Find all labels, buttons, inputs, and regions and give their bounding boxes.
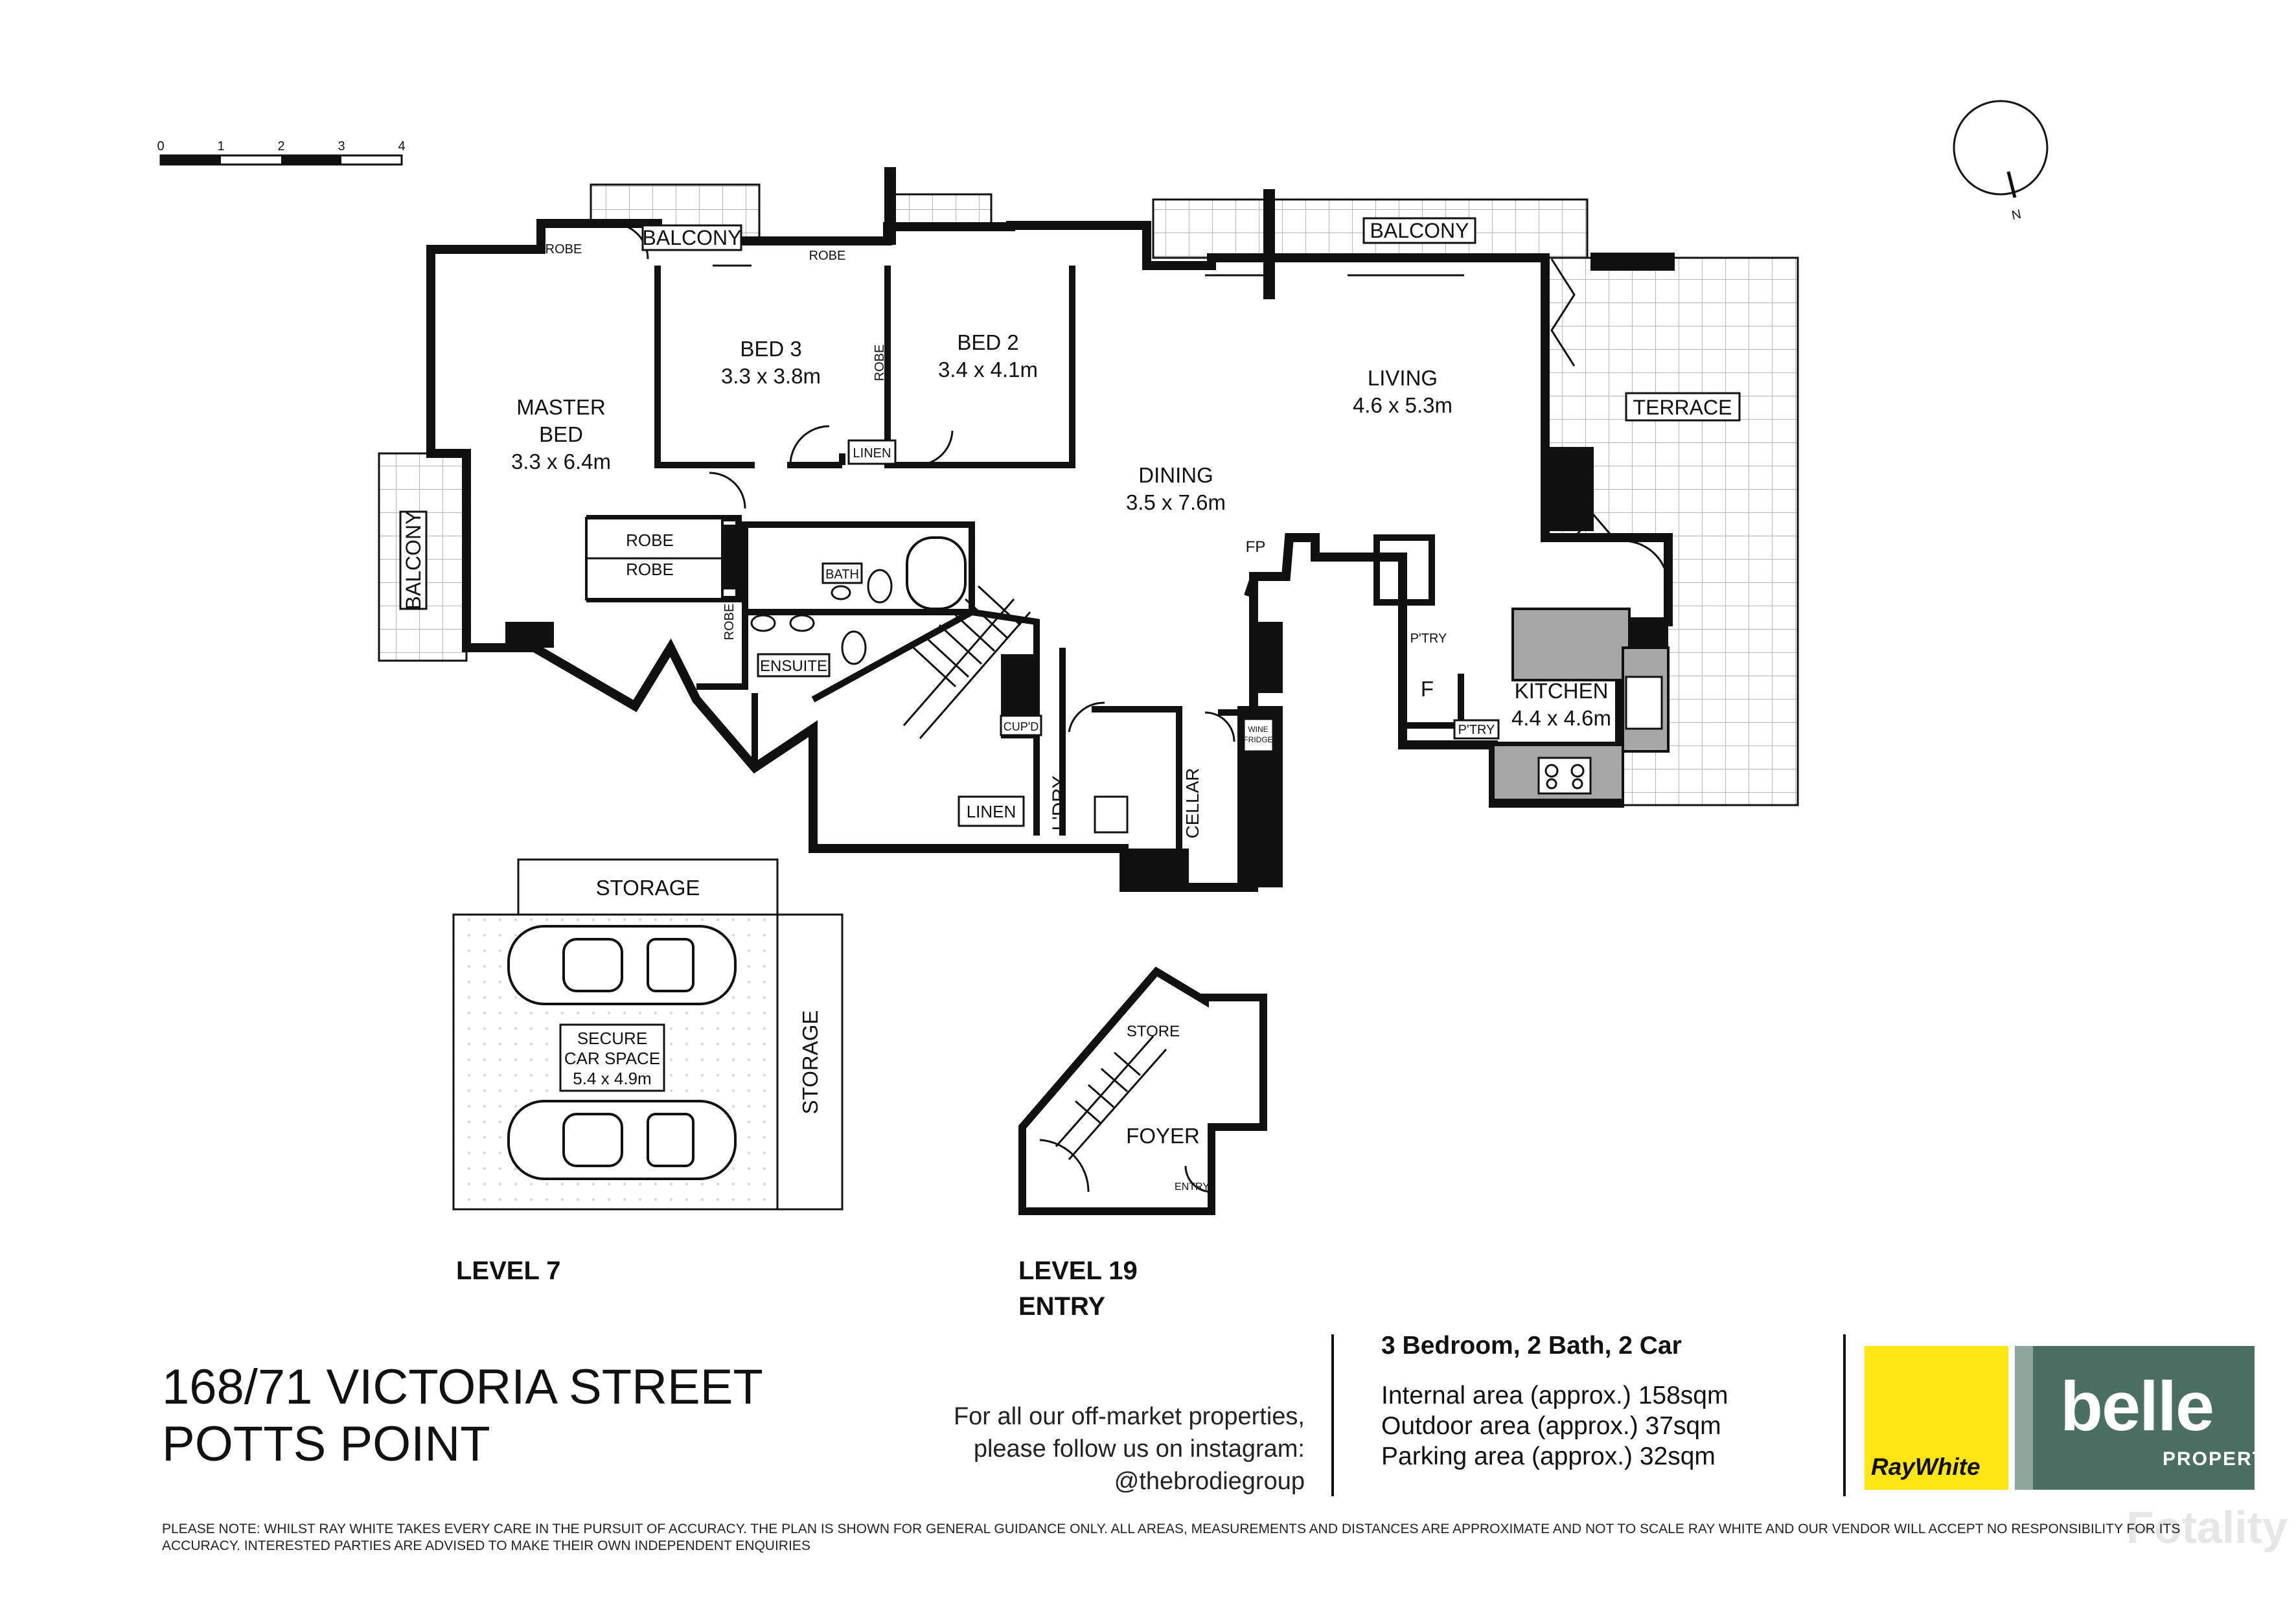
address-line-1: 168/71 VICTORIA STREET <box>162 1360 763 1415</box>
cupd-label: CUP'D <box>1004 720 1039 733</box>
scale-bar: 0 1 2 3 4 <box>157 139 406 166</box>
robe-label-6: ROBE <box>722 604 737 641</box>
kitchen-size: 4.4 x 4.6m <box>1511 706 1611 730</box>
fridge-label: F <box>1421 677 1434 701</box>
wine-fridge-label-2: FRIDGE <box>1243 735 1272 744</box>
car-icon <box>507 1100 737 1180</box>
bath-label: BATH <box>825 567 859 582</box>
kitchen-sink-icon <box>1625 676 1663 730</box>
robe-label-3: ROBE <box>873 345 887 382</box>
master-bed-name-1: MASTER <box>516 395 606 419</box>
room-labels: BALCONY BALCONY BALCONY ROBE ROBE ROBE R… <box>399 217 1741 839</box>
parking-plan: STORAGE STORAGE SECURE CAR SPACE 5.4 x 4… <box>452 858 844 1211</box>
dining-size: 3.5 x 7.6m <box>1126 490 1226 514</box>
linen-label-1: LINEN <box>853 446 891 461</box>
parking-area: Parking area (approx.) 32sqm <box>1381 1442 1716 1470</box>
staircase-icon <box>902 585 1031 739</box>
fotality-watermark: Fotality <box>2126 1502 2288 1553</box>
belle-property-logo: belle PROPERTY <box>2015 1346 2279 1490</box>
laundry-sink-icon <box>1094 795 1129 834</box>
divider-1 <box>1331 1334 1334 1496</box>
kitchen-bench <box>1511 608 1631 681</box>
north-compass-icon: N <box>1953 100 2049 223</box>
foyer-label: FOYER <box>1126 1124 1200 1148</box>
storage-side-label: STORAGE <box>798 1010 822 1115</box>
living-name: LIVING <box>1368 366 1438 390</box>
property-summary: 3 Bedroom, 2 Bath, 2 Car Internal area (… <box>1381 1330 1728 1472</box>
outdoor-area: Outdoor area (approx.) 37sqm <box>1381 1412 1721 1440</box>
scale-tick-3: 3 <box>338 139 345 154</box>
basin-icon <box>750 585 851 632</box>
car-space-label-1: SECURE <box>577 1029 647 1048</box>
bed2-size: 3.4 x 4.1m <box>938 358 1038 382</box>
terrace-label: TERRACE <box>1633 396 1732 419</box>
level19-label: LEVEL 19 <box>1018 1257 1138 1285</box>
ptry-label-2: P'TRY <box>1458 723 1495 737</box>
follow-line-2: please follow us on instagram: <box>973 1435 1305 1463</box>
disclaimer: Please note: Whilst Ray White takes ever… <box>162 1522 2181 1553</box>
car-icon <box>507 925 737 1005</box>
balcony-top-right-label: BALCONY <box>1370 219 1469 242</box>
robe-label-5: ROBE <box>626 560 674 579</box>
instagram-note: For all our off-market properties, pleas… <box>954 1400 1305 1498</box>
level19-entry-label: ENTRY <box>1018 1292 1105 1321</box>
ptry-label-1: P'TRY <box>1410 632 1447 646</box>
scale-tick-0: 0 <box>157 139 164 154</box>
car-space-label-3: 5.4 x 4.9m <box>573 1069 651 1088</box>
living-size: 4.6 x 5.3m <box>1353 393 1452 417</box>
property-address: 168/71 VICTORIA STREET POTTS POINT <box>162 1359 763 1473</box>
robe-label-2: ROBE <box>809 249 846 263</box>
master-robes <box>585 517 724 600</box>
follow-line-1: For all our off-market properties, <box>953 1403 1305 1430</box>
entry-level-plan: STORE FOYER ENTRY <box>1018 966 1267 1215</box>
ensuite-label: ENSUITE <box>760 657 827 675</box>
solid-walls <box>505 167 1675 887</box>
store-label: STORE <box>1127 1023 1180 1040</box>
compass-label: N <box>2010 207 2023 223</box>
internal-area: Internal area (approx.) 158sqm <box>1381 1382 1728 1409</box>
bathtub-icon <box>906 536 967 610</box>
balcony-top-left-label: BALCONY <box>643 226 742 249</box>
kitchen-name: KITCHEN <box>1515 679 1609 703</box>
master-bed-name-2: BED <box>539 422 583 446</box>
door-swings <box>612 222 1670 742</box>
belle-logo-subtext: PROPERTY <box>2163 1448 2280 1470</box>
wine-fridge-label-1: WINE <box>1248 725 1268 734</box>
robe-label-4: ROBE <box>626 530 674 550</box>
master-bed-size: 3.3 x 6.4m <box>511 450 611 473</box>
sliding-doors <box>468 264 1464 557</box>
scale-tick-1: 1 <box>217 139 224 154</box>
scale-tick-2: 2 <box>277 139 284 154</box>
bed3-name: BED 3 <box>740 337 801 361</box>
balcony-left-label: BALCONY <box>402 511 425 610</box>
apartment-walls <box>426 219 1673 892</box>
bed3-size: 3.3 x 3.8m <box>721 364 821 388</box>
car-space-label-2: CAR SPACE <box>564 1049 660 1068</box>
robe-label-1: ROBE <box>545 242 582 256</box>
cellar-label: CELLAR <box>1182 768 1202 839</box>
fp-label: FP <box>1246 538 1266 556</box>
summary-headline: 3 Bedroom, 2 Bath, 2 Car <box>1381 1332 1682 1360</box>
raywhite-logo: RayWhite <box>1865 1346 2008 1490</box>
instagram-handle[interactable]: @thebrodiegroup <box>1114 1468 1305 1495</box>
ldry-label: L'DRY <box>1049 775 1070 830</box>
entry-label: ENTRY <box>1175 1181 1210 1192</box>
address-line-2: POTTS POINT <box>162 1417 490 1472</box>
toilet-icon <box>841 569 893 665</box>
divider-2 <box>1843 1334 1846 1496</box>
scale-tick-4: 4 <box>398 139 405 154</box>
level7-label: LEVEL 7 <box>456 1257 561 1285</box>
belle-logo-stripe <box>2015 1346 2033 1490</box>
storage-top-label: STORAGE <box>596 876 700 900</box>
cooktop-icon <box>1537 757 1592 795</box>
belle-logo-text: belle <box>2060 1367 2214 1445</box>
linen-label-2: LINEN <box>967 802 1016 821</box>
raywhite-logo-text: RayWhite <box>1871 1453 1980 1480</box>
dining-name: DINING <box>1138 463 1213 487</box>
bed2-name: BED 2 <box>957 330 1018 354</box>
